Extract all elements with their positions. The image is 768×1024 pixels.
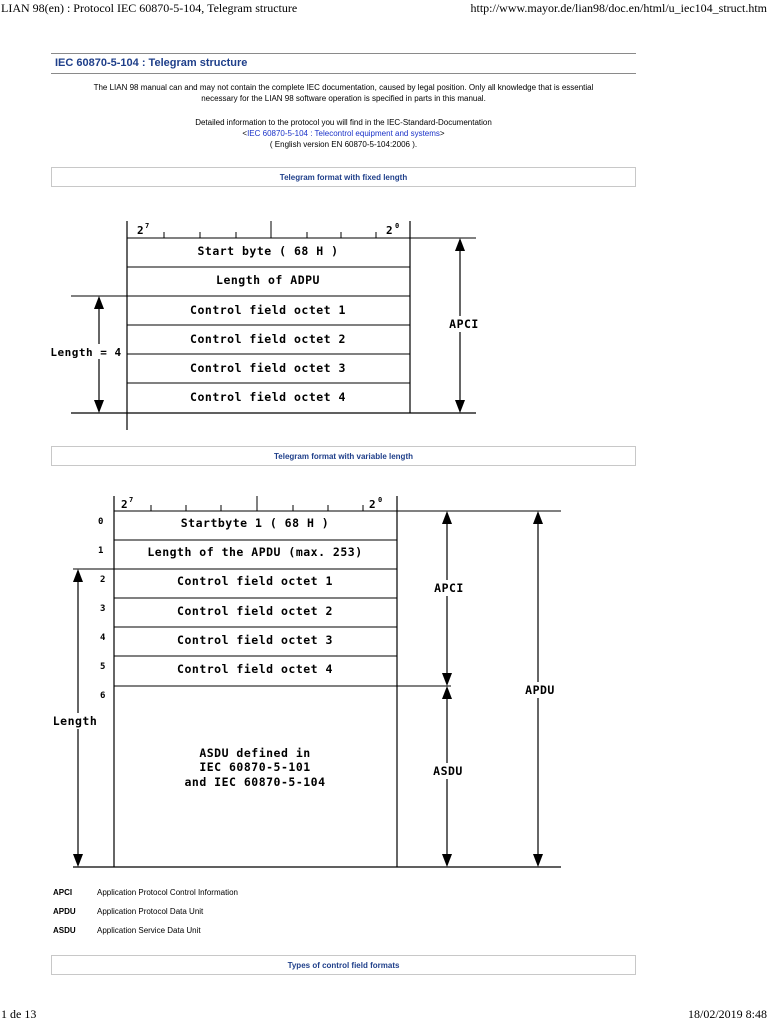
fixed-row-start-byte: Start byte ( 68 H ) (197, 244, 338, 258)
var-row-control-octet-4: Control field octet 4 (177, 662, 333, 676)
fixed-length-label: Length = 4 (51, 346, 122, 359)
var-bit-high-exponent: 7 (129, 496, 134, 504)
var-bit-low-label: 2 (369, 498, 376, 511)
link-bracket-close: > (439, 129, 445, 138)
page-title-bar: IEC 60870-5-104 : Telegram structure (51, 53, 636, 74)
fixed-length-diagram: 2 7 2 0 Start byte ( 68 H ) Length of AD… (51, 208, 491, 434)
fixed-row-control-octet-2: Control field octet 2 (190, 332, 346, 346)
bit-high-label: 2 (137, 224, 144, 237)
link-bracket-open: < (242, 129, 248, 138)
section-fixed-length: Telegram format with fixed length (51, 167, 636, 187)
var-apci-label: APCI (434, 581, 464, 595)
legend-desc: Application Protocol Control Information (97, 888, 238, 897)
row-number-4: 4 (100, 633, 106, 643)
print-timestamp: 18/02/2019 8:48 (687, 1007, 767, 1021)
fixed-apci-label: APCI (449, 317, 479, 331)
intro-line-5: ( English version EN 60870-5-104:2006 ). (269, 140, 418, 149)
page-title: IEC 60870-5-104 : Telegram structure (55, 57, 248, 69)
iec-standard-link[interactable]: IEC 60870-5-104 : Telecontrol equipment … (247, 129, 440, 138)
print-header-url: http://www.mayor.de/lian98/doc.en/html/u… (470, 1, 767, 15)
asdu-text-line-3: and IEC 60870-5-104 (184, 775, 325, 789)
intro-link-line: <IEC 60870-5-104 : Telecontrol equipment… (51, 128, 636, 139)
page-counter: 1 de 13 (1, 1007, 37, 1021)
row-number-2: 2 (100, 575, 106, 585)
var-asdu-label: ASDU (433, 764, 463, 778)
var-row-start-byte: Startbyte 1 ( 68 H ) (181, 516, 329, 530)
asdu-text-line-2: IEC 60870-5-101 (199, 760, 310, 774)
print-header-title: LIAN 98(en) : Protocol IEC 60870-5-104, … (1, 1, 298, 15)
fixed-row-control-octet-4: Control field octet 4 (190, 390, 346, 404)
intro-line-3: Detailed information to the protocol you… (195, 118, 492, 127)
legend-abbr: APDU (53, 907, 76, 916)
legend-abbr: APCI (53, 888, 73, 897)
print-footer: 1 de 13 18/02/2019 8:48 (0, 1007, 768, 1024)
section-control-field-formats: Types of control field formats (51, 955, 636, 975)
legend-desc: Application Protocol Data Unit (97, 907, 204, 916)
fixed-row-control-octet-3: Control field octet 3 (190, 361, 346, 375)
intro-line-2: necessary for the LIAN 98 software opera… (201, 94, 486, 103)
var-bit-low-exponent: 0 (378, 496, 383, 504)
legend-desc: Application Service Data Unit (97, 926, 201, 935)
var-length-label: Length (53, 714, 98, 728)
var-bit-high-label: 2 (121, 498, 128, 511)
fixed-row-length: Length of ADPU (216, 273, 320, 287)
bit-high-exponent: 7 (145, 222, 150, 230)
intro-paragraph: The LIAN 98 manual can and may not conta… (51, 82, 636, 104)
section-variable-length: Telegram format with variable length (51, 446, 636, 466)
row-number-0: 0 (98, 517, 104, 527)
var-row-control-octet-1: Control field octet 1 (177, 574, 333, 588)
variable-length-diagram: 2 7 2 0 0 1 2 3 4 5 6 Startbyte 1 ( 68 H… (51, 487, 571, 873)
var-apdu-label: APDU (525, 683, 555, 697)
intro-line-1: The LIAN 98 manual can and may not conta… (93, 83, 594, 92)
asdu-text-line-1: ASDU defined in (199, 746, 310, 760)
bit-low-label: 2 (386, 224, 393, 237)
print-header: LIAN 98(en) : Protocol IEC 60870-5-104, … (0, 0, 768, 16)
row-number-5: 5 (100, 662, 106, 672)
row-number-3: 3 (100, 604, 106, 614)
row-number-1: 1 (98, 546, 104, 556)
var-row-length: Length of the APDU (max. 253) (147, 545, 362, 559)
intro-reference: Detailed information to the protocol you… (51, 117, 636, 150)
fixed-row-control-octet-1: Control field octet 1 (190, 303, 346, 317)
var-row-control-octet-2: Control field octet 2 (177, 604, 333, 618)
var-row-control-octet-3: Control field octet 3 (177, 633, 333, 647)
legend-abbr: ASDU (53, 926, 76, 935)
row-number-6: 6 (100, 691, 106, 701)
bit-low-exponent: 0 (395, 222, 400, 230)
